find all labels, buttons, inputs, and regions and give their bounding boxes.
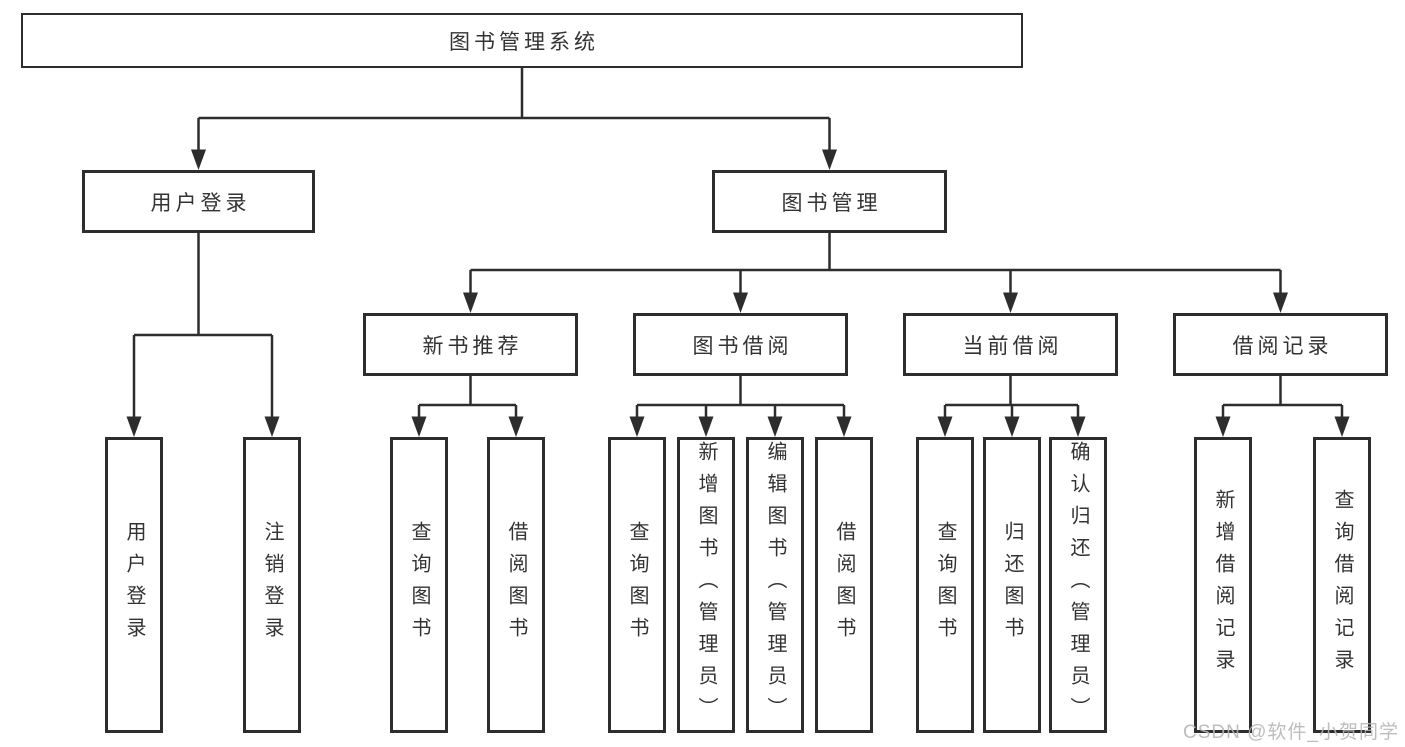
node-label: 用户登录: [150, 191, 251, 215]
leaf-add-books-admin: 新增图书（管理员）: [677, 437, 735, 733]
node-new-book-recommend: 新书推荐: [363, 313, 578, 376]
leaf-confirm-return-admin: 确认归还（管理员）: [1049, 437, 1107, 733]
leaf-query-books-borrow: 查询图书: [608, 437, 666, 733]
leaf-query-borrow-record: 查询借阅记录: [1313, 437, 1371, 733]
leaf-query-books-current: 查询图书: [916, 437, 974, 733]
leaf-label: 确认归还（管理员）: [1067, 441, 1089, 729]
node-label: 图书借阅: [692, 334, 793, 358]
node-borrow-records: 借阅记录: [1173, 313, 1388, 376]
node-library-management-system: 图书管理系统: [21, 13, 1023, 68]
leaf-label: 编辑图书（管理员）: [764, 441, 786, 729]
leaf-return-books: 归还图书: [983, 437, 1041, 733]
connector-user-login-to-leaves: [126, 233, 280, 437]
leaf-borrow-books-recommend: 借阅图书: [487, 437, 545, 733]
leaf-label: 用户登录: [123, 521, 145, 649]
node-label: 图书管理: [781, 191, 882, 215]
leaf-label: 查询借阅记录: [1331, 489, 1353, 681]
leaf-label: 新增图书（管理员）: [695, 441, 717, 729]
leaf-label: 借阅图书: [505, 521, 527, 649]
node-current-borrow: 当前借阅: [903, 313, 1118, 376]
node-user-login: 用户登录: [82, 170, 315, 233]
leaf-label: 注销登录: [261, 521, 283, 649]
leaf-label: 查询图书: [934, 521, 956, 649]
leaf-label: 借阅图书: [833, 521, 855, 649]
leaf-edit-books-admin: 编辑图书（管理员）: [746, 437, 804, 733]
connector-current-borrow-to-leaves: [937, 376, 1086, 437]
connector-borrow-records-to-leaves: [1215, 376, 1350, 437]
node-label: 新书推荐: [422, 334, 523, 358]
leaf-borrow-books-borrow: 借阅图书: [815, 437, 873, 733]
leaf-query-books-recommend: 查询图书: [390, 437, 448, 733]
leaf-user-login: 用户登录: [105, 437, 163, 733]
node-book-management: 图书管理: [712, 170, 947, 233]
connector-book-management-to-level3: [463, 233, 1288, 313]
leaf-logout: 注销登录: [243, 437, 301, 733]
connector-book-borrow-to-leaves: [629, 376, 852, 437]
node-label: 借阅记录: [1232, 334, 1333, 358]
node-label: 当前借阅: [962, 334, 1063, 358]
node-book-borrow: 图书借阅: [633, 313, 848, 376]
connector-root-to-level2: [191, 68, 837, 170]
node-label: 图书管理系统: [449, 30, 599, 54]
leaf-label: 新增借阅记录: [1212, 489, 1234, 681]
leaf-add-borrow-record: 新增借阅记录: [1194, 437, 1252, 733]
leaf-label: 查询图书: [626, 521, 648, 649]
leaf-label: 归还图书: [1001, 521, 1023, 649]
leaf-label: 查询图书: [408, 521, 430, 649]
connector-new-book-recommend-to-leaves: [411, 376, 524, 437]
csdn-watermark: CSDN @软件_小贺同学: [1183, 722, 1399, 743]
